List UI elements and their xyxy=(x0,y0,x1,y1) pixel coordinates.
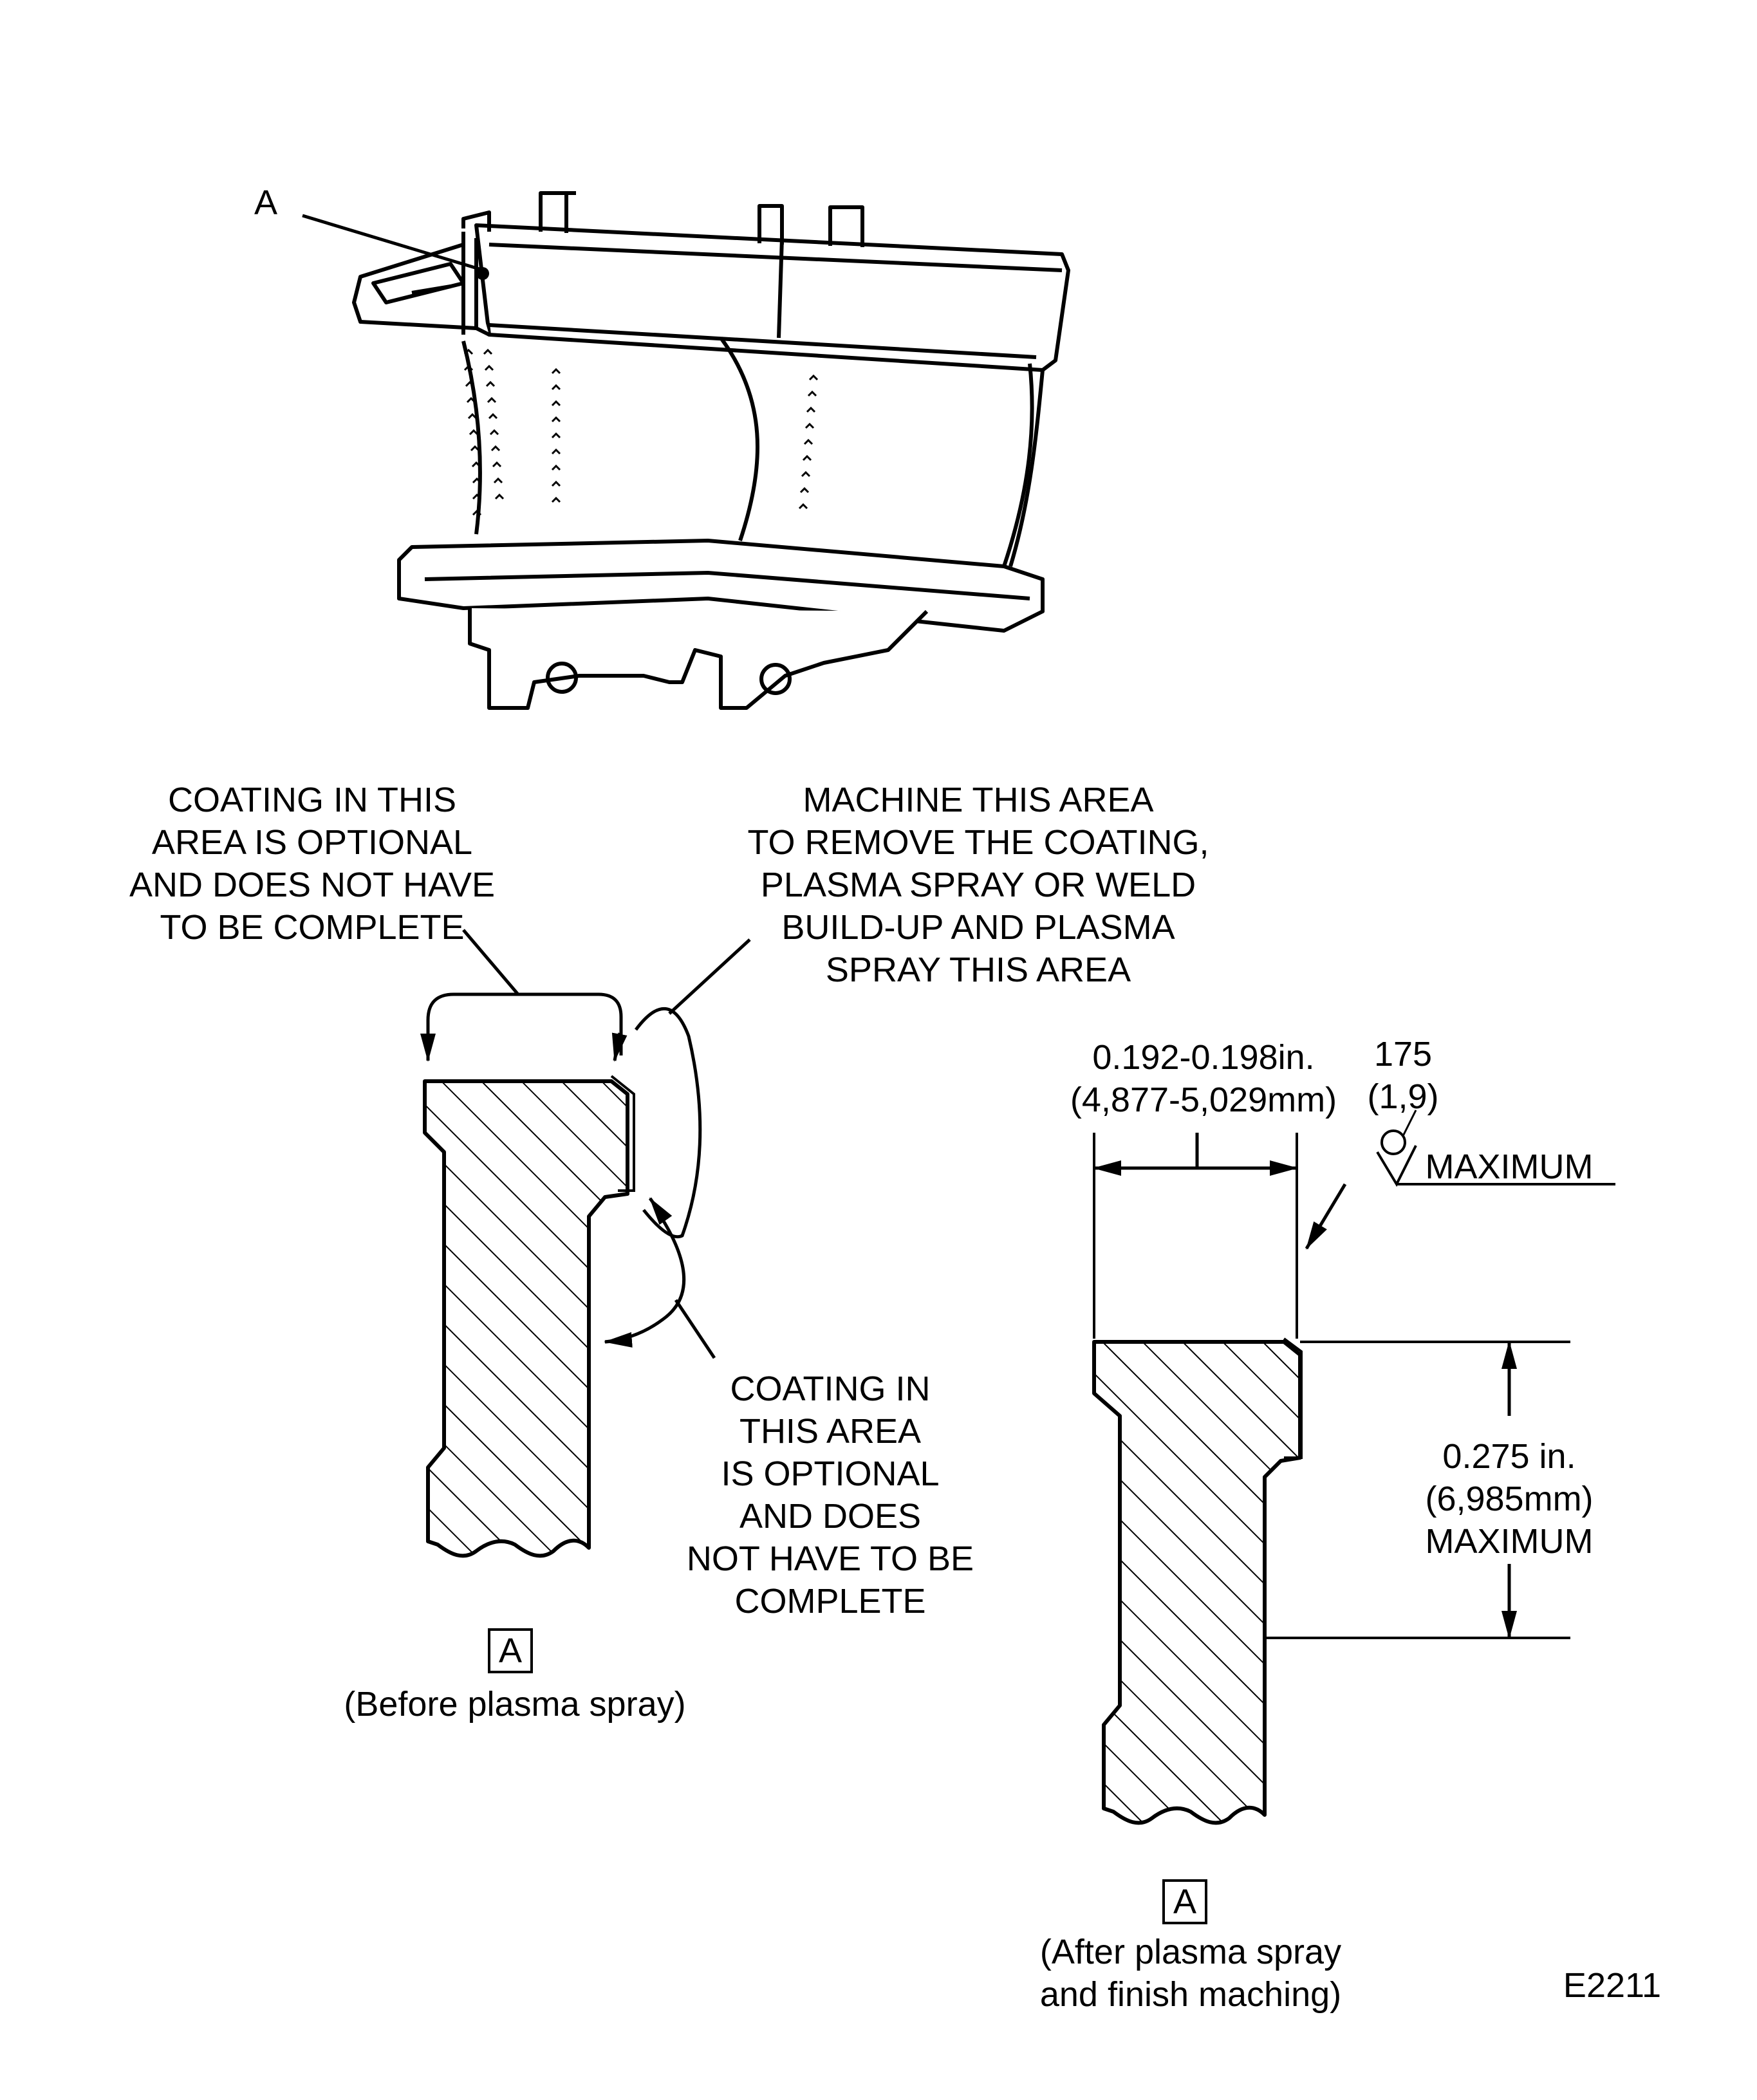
section-after xyxy=(1092,1110,1615,1825)
dim-width-in: 0.192-0.198in. xyxy=(1092,1038,1315,1077)
callout-point-a xyxy=(476,267,489,280)
figure-id: E2211 xyxy=(1563,1966,1662,2005)
dim-width-mm: (4,877-5,029mm) xyxy=(1070,1081,1337,1119)
dim-height-max: MAXIMUM xyxy=(1425,1522,1594,1561)
view-label-after: A xyxy=(1162,1879,1207,1924)
vane-segment-drawing xyxy=(352,191,1070,710)
note-machine-area: MACHINE THIS AREA TO REMOVE THE COATING,… xyxy=(747,781,1209,989)
cooling-holes xyxy=(463,348,819,516)
note-optional-top: COATING IN THIS AREA IS OPTIONAL AND DOE… xyxy=(129,781,496,947)
note-optional-side: COATING IN THIS AREA IS OPTIONAL AND DOE… xyxy=(686,1370,974,1621)
view-caption-before: (Before plasma spray) xyxy=(344,1685,686,1724)
view-label-before: A xyxy=(488,1628,533,1673)
section-before xyxy=(420,929,751,1558)
callout-label-a: A xyxy=(254,183,278,222)
callout-leader-a xyxy=(302,214,480,271)
finish-max: MAXIMUM xyxy=(1425,1148,1594,1186)
finish-value-mm: (1,9) xyxy=(1367,1077,1439,1116)
finish-value: 175 xyxy=(1373,1035,1433,1073)
view-caption-after: (After plasma spray and finish maching) xyxy=(1039,1933,1342,2014)
dim-height-in: 0.275 in. xyxy=(1442,1437,1576,1476)
dim-height-mm: (6,985mm) xyxy=(1425,1480,1594,1518)
